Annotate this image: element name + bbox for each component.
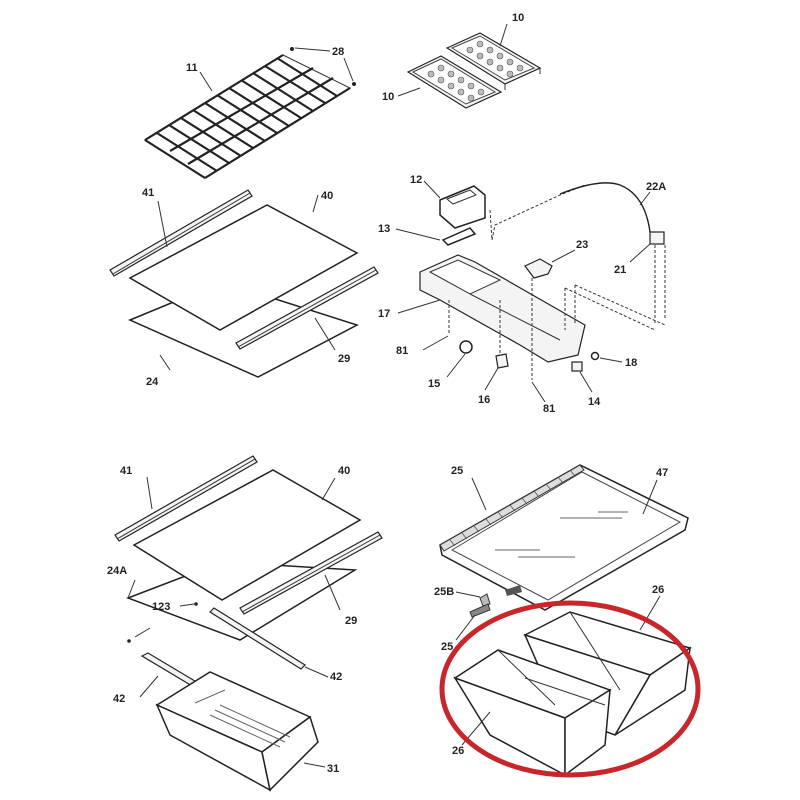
label-42-right: 42: [330, 671, 342, 683]
glass-shelf-upper: 41 40 24 29: [109, 187, 379, 388]
label-47: 47: [656, 467, 668, 479]
label-26-right: 26: [652, 584, 664, 596]
label-18: 18: [625, 357, 637, 369]
glass-shelf-lower: 41 40 24A 29 123 42 42: [107, 455, 383, 709]
label-29-lower: 29: [345, 615, 357, 627]
label-15: 15: [428, 378, 440, 390]
ice-trays-10: 10 10: [382, 12, 542, 109]
label-41-upper: 41: [142, 187, 154, 199]
label-81-left: 81: [396, 345, 408, 357]
label-24A: 24A: [107, 565, 127, 577]
label-28: 28: [332, 46, 344, 58]
label-26-left: 26: [452, 745, 464, 757]
crisper-cover: 25 47 25B 25: [434, 464, 689, 653]
label-25: 25: [451, 465, 463, 477]
label-23: 23: [576, 239, 588, 251]
label-13: 13: [378, 223, 390, 235]
label-16: 16: [478, 394, 490, 406]
label-11: 11: [186, 62, 198, 74]
label-40-upper: 40: [321, 190, 333, 202]
label-10-top: 10: [512, 12, 524, 24]
label-81-right: 81: [543, 403, 555, 415]
label-40-lower: 40: [338, 465, 350, 477]
label-41-lower: 41: [120, 465, 132, 477]
label-12: 12: [410, 174, 422, 186]
label-22A: 22A: [646, 181, 666, 193]
label-10-bottom: 10: [382, 91, 394, 103]
label-17: 17: [378, 308, 390, 320]
label-123: 123: [152, 601, 170, 613]
label-21: 21: [614, 264, 626, 276]
label-25B: 25B: [434, 586, 454, 598]
label-24: 24: [146, 376, 159, 388]
crisper-drawers-26: 26 26: [452, 584, 692, 777]
label-14: 14: [588, 396, 601, 408]
label-31: 31: [327, 763, 339, 775]
label-29-upper: 29: [338, 353, 350, 365]
meat-pan-31: 31: [155, 671, 339, 792]
wire-shelf-11: 11 28: [144, 46, 356, 179]
label-42-left: 42: [113, 693, 125, 705]
highlight-ellipse: [439, 600, 701, 778]
label-25-partial: 25: [441, 641, 453, 653]
control-housing-assembly: 12 13 17 22A 21 23 81 81: [378, 174, 666, 415]
